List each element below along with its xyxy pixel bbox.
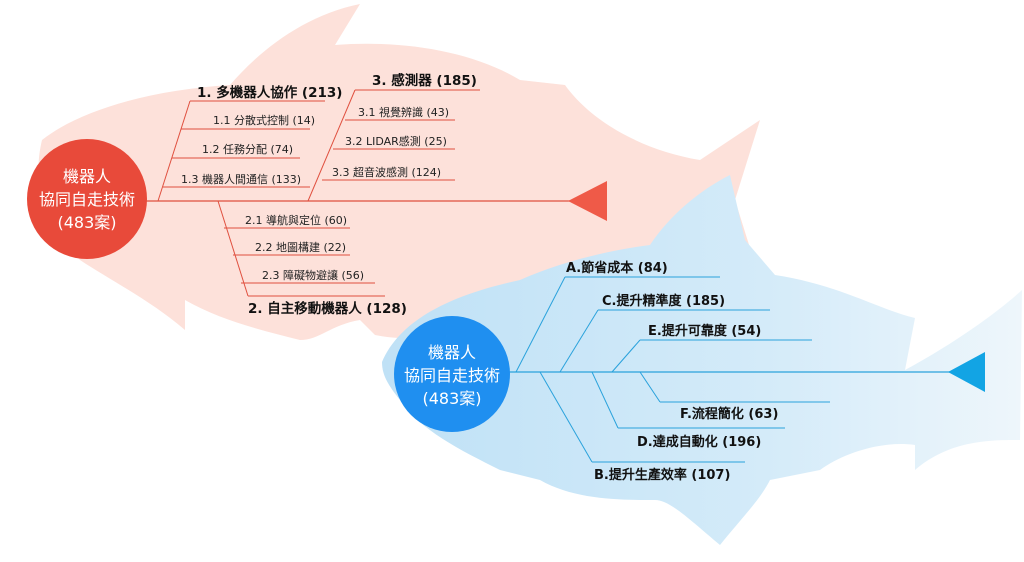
blue-head-line2: 協同自走技術	[404, 366, 500, 385]
blue-head-line3: (483案)	[422, 389, 481, 408]
blue-arrow-head	[948, 352, 985, 392]
red-branch-2-label: 2. 自主移動機器人 (128)	[248, 300, 407, 317]
red-sub-3-2: 3.2 LIDAR感測 (25)	[345, 134, 447, 148]
blue-fish-head	[394, 316, 510, 432]
blue-branch-D: D.達成自動化 (196)	[637, 434, 761, 450]
red-branch-1	[157, 100, 325, 202]
red-sub-2-2: 2.2 地圖構建 (22)	[255, 240, 346, 254]
blue-branch-E: E.提升可靠度 (54)	[648, 323, 761, 339]
red-branch-2	[217, 200, 385, 297]
blue-fish: A.節省成本 (84) C.提升精準度 (185) E.提升可靠度 (54) F…	[382, 175, 1022, 545]
red-sub-1-1: 1.1 分散式控制 (14)	[213, 113, 315, 127]
red-head-line1: 機器人	[63, 167, 111, 186]
red-head-line3: (483案)	[57, 213, 116, 232]
blue-branch-B: B.提升生產效率 (107)	[594, 467, 730, 483]
blue-branch-A: A.節省成本 (84)	[566, 260, 668, 276]
red-branch-3-label: 3. 感測器 (185)	[372, 72, 477, 89]
red-arrow-head	[568, 181, 607, 221]
red-sub-1-3: 1.3 機器人間通信 (133)	[181, 172, 301, 186]
red-branch-1-label: 1. 多機器人協作 (213)	[197, 84, 342, 101]
blue-branch-C: C.提升精準度 (185)	[602, 293, 725, 309]
red-sub-3-1: 3.1 視覺辨識 (43)	[358, 105, 449, 119]
red-sub-3-3: 3.3 超音波感測 (124)	[332, 165, 441, 179]
red-sub-2-3: 2.3 障礙物避讓 (56)	[262, 268, 364, 282]
red-fish-head	[27, 139, 147, 259]
blue-lower-branches	[539, 371, 830, 463]
red-sub-2-1: 2.1 導航與定位 (60)	[245, 213, 347, 227]
blue-branch-F: F.流程簡化 (63)	[680, 406, 778, 422]
red-sub-1-2: 1.2 任務分配 (74)	[202, 142, 293, 156]
red-fish: 1. 多機器人協作 (213) 1.1 分散式控制 (14) 1.2 任務分配 …	[27, 4, 761, 340]
red-head-line2: 協同自走技術	[39, 190, 135, 209]
blue-upper-branches	[515, 276, 812, 373]
red-fish-body	[38, 4, 761, 340]
blue-fish-body	[382, 175, 1022, 545]
blue-head-line1: 機器人	[428, 343, 476, 362]
red-branch-3	[307, 89, 480, 202]
